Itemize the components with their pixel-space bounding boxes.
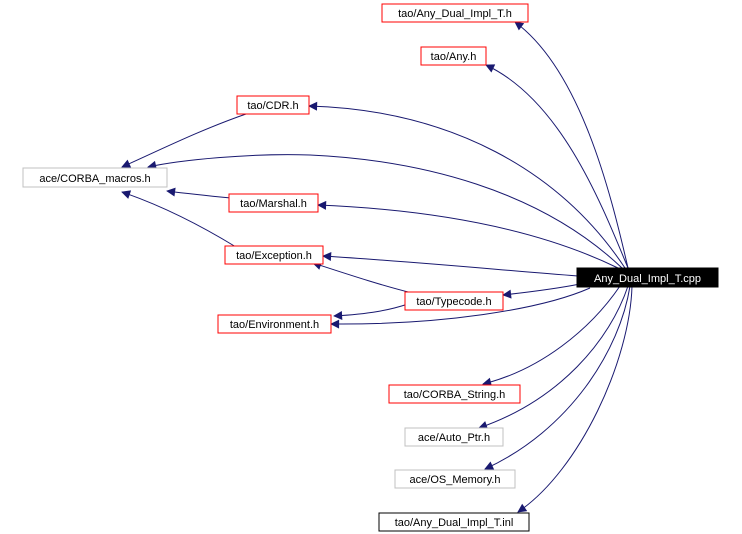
node-marshal-h[interactable]: tao/Marshal.h: [228, 193, 319, 213]
edge-cdr-h-to-corba-macros-h: [121, 113, 247, 168]
node-label: ace/Auto_Ptr.h: [418, 432, 490, 444]
edge-root-to-any-h: [485, 64, 629, 269]
node-auto-ptr-h: ace/Auto_Ptr.h: [404, 427, 504, 447]
node-root-any-dual-impl-t-cpp[interactable]: Any_Dual_Impl_T.cpp: [576, 267, 719, 288]
edge-root-to-any-dual-impl-t-inl: [517, 285, 633, 513]
node-corba-string-h[interactable]: tao/CORBA_String.h: [388, 384, 521, 404]
edge-marshal-h-to-corba-macros-h: [166, 187, 232, 199]
edge-root-to-os-memory-h: [484, 285, 631, 470]
nodes: tao/Any_Dual_Impl_T.h tao/Any.h tao/CDR.…: [22, 3, 719, 532]
node-environment-h[interactable]: tao/Environment.h: [217, 314, 332, 334]
node-label: tao/CDR.h: [247, 100, 298, 112]
node-label: ace/CORBA_macros.h: [39, 173, 150, 185]
edge-root-to-cdr-h: [308, 101, 626, 269]
edge-typecode-h-to-environment-h: [333, 303, 409, 321]
node-corba-macros-h: ace/CORBA_macros.h: [22, 167, 168, 188]
edge-root-to-typecode-h: [502, 283, 581, 299]
node-label: tao/Environment.h: [230, 319, 319, 331]
edge-exception-h-to-corba-macros-h: [121, 190, 237, 248]
edge-root-to-environment-h: [330, 287, 591, 329]
node-label: tao/Any_Dual_Impl_T.inl: [395, 517, 514, 529]
node-any-h[interactable]: tao/Any.h: [420, 46, 487, 66]
node-label: tao/CORBA_String.h: [404, 389, 506, 401]
node-cdr-h[interactable]: tao/CDR.h: [236, 95, 310, 115]
edge-root-to-corba-macros-h: [147, 154, 623, 269]
edge-typecode-h-to-exception-h: [312, 261, 413, 294]
edge-root-to-marshal-h: [317, 200, 619, 269]
node-label: tao/Any.h: [431, 51, 477, 63]
node-any-dual-impl-t-inl[interactable]: tao/Any_Dual_Impl_T.inl: [378, 512, 530, 532]
edge-root-to-any-dual-impl-t-h: [514, 21, 629, 269]
node-any-dual-impl-t-h[interactable]: tao/Any_Dual_Impl_T.h: [381, 3, 529, 23]
edge-root-to-exception-h: [322, 252, 579, 277]
node-label: ace/OS_Memory.h: [410, 474, 501, 486]
node-label: Any_Dual_Impl_T.cpp: [594, 273, 701, 285]
node-typecode-h[interactable]: tao/Typecode.h: [404, 291, 504, 311]
node-label: tao/Any_Dual_Impl_T.h: [398, 8, 512, 20]
edge-root-to-auto-ptr-h: [478, 285, 629, 430]
edge-root-to-corba-string-h: [482, 285, 621, 387]
node-label: tao/Exception.h: [236, 250, 312, 262]
node-os-memory-h: ace/OS_Memory.h: [394, 469, 516, 489]
node-label: tao/Typecode.h: [416, 296, 491, 308]
node-exception-h[interactable]: tao/Exception.h: [224, 245, 324, 265]
node-label: tao/Marshal.h: [240, 198, 307, 210]
edges: [121, 21, 633, 513]
